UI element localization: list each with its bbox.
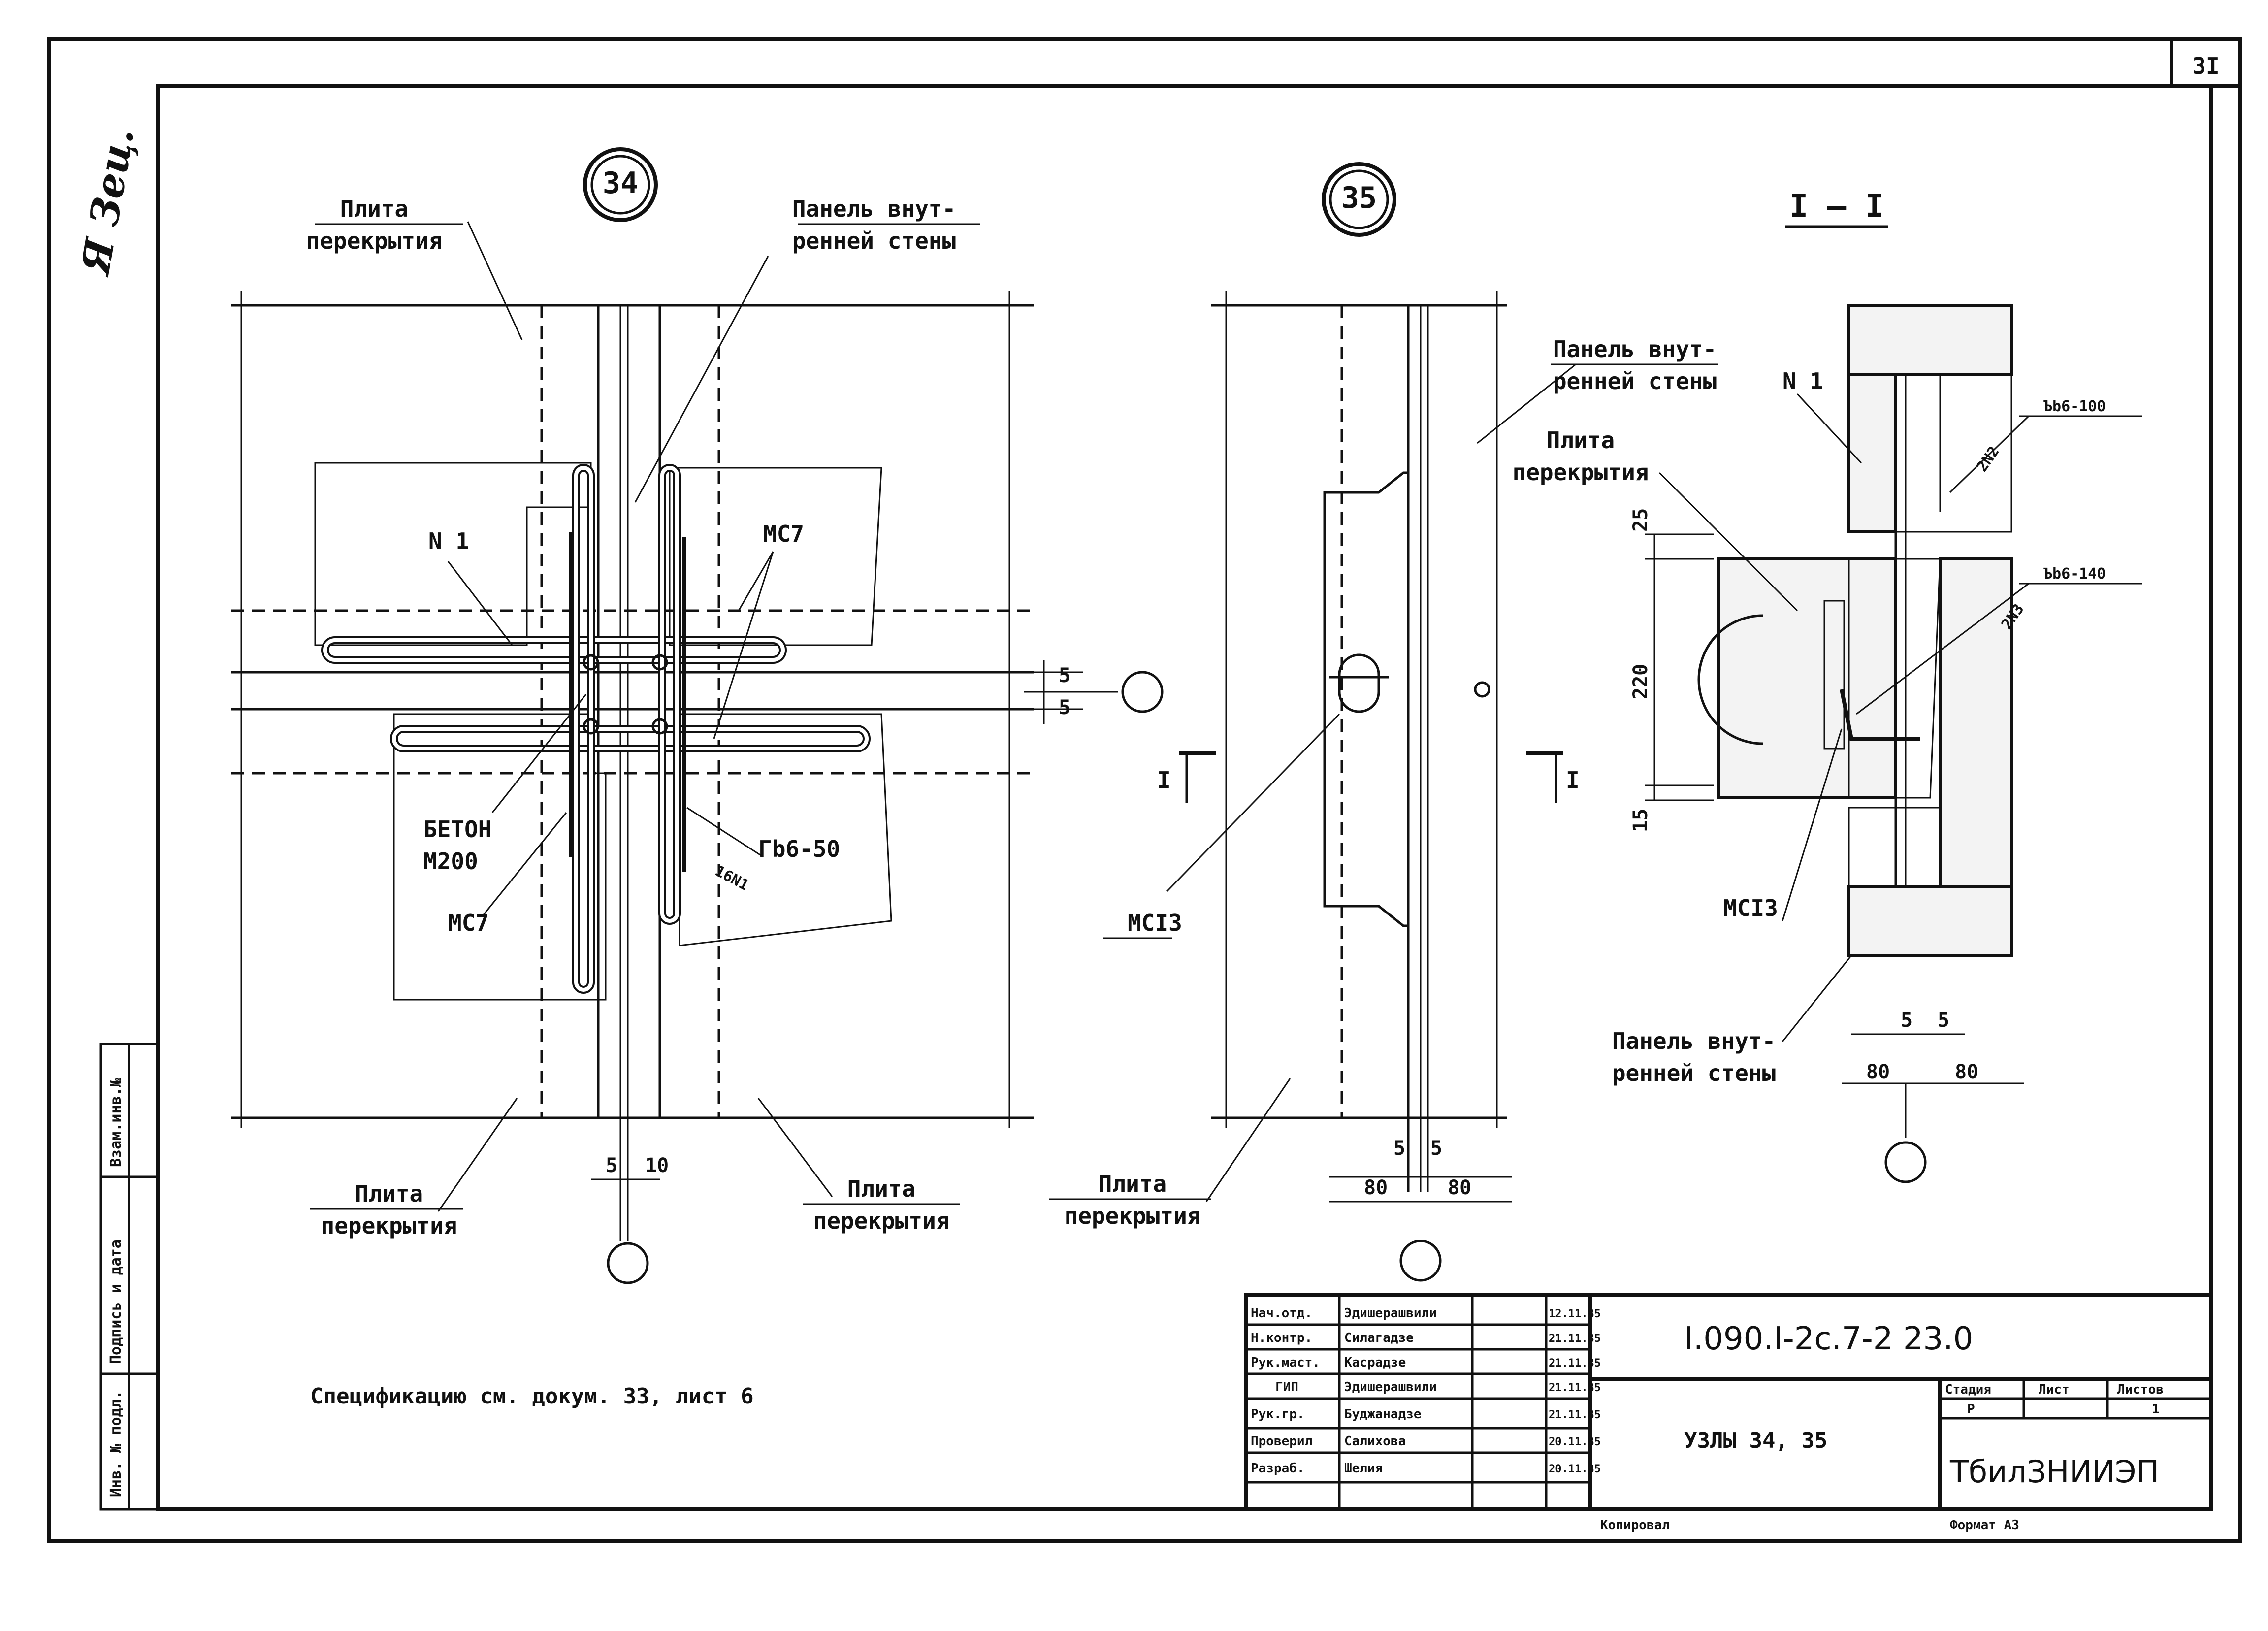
tb-sheets-total: 1 [2152,1402,2160,1417]
tb-role-0: Нач.отд. [1251,1306,1312,1321]
tb-date-6: 20.11.85 [1549,1463,1601,1475]
tb-sheets-header: Листов [2117,1382,2164,1397]
node-34: 34 [231,147,1164,1284]
tb-sheet-header: Лист [2039,1382,2070,1397]
left-strip-inv: Инв. № подл. [107,1390,125,1497]
n34-slab-bl-2: перекрытия [321,1212,457,1239]
s11-slab-2: перекрытия [1513,459,1649,486]
s11-callout-top: Ъb6-100 [2043,398,2106,415]
s11-n1: N 1 [1782,368,1823,394]
tb-name-0: Эдишерашвили [1344,1306,1437,1321]
s11-dim-h-bot: 15 [1629,809,1652,832]
node-34-marker: 34 [603,166,638,200]
tb-date-2: 21.11.85 [1549,1357,1601,1370]
n34-dim-gap-c: 5 [606,1154,617,1177]
tb-stage-header: Стадия [1945,1382,1991,1397]
tb-name-5: Салихова [1344,1434,1406,1449]
n34-slab-br-2: перекрытия [813,1207,950,1234]
tb-name-3: Эдишерашвили [1344,1380,1437,1395]
n35-section-left: I [1157,767,1171,793]
n34-concrete-1: БЕТОН [423,816,491,843]
n35-dim-w2: 80 [1448,1176,1471,1199]
n34-dim-gap-a: 5 [1059,664,1070,687]
n34-panel-top-2: ренней стены [792,228,956,254]
tb-name-4: Буджанадзе [1344,1407,1422,1422]
title-block: Нач.отд. Эдишерашвили 12.11.85 Н.контр. … [1244,1293,2213,1511]
sheet-frame: 3I [47,37,2242,1543]
tb-date-1: 21.11.85 [1549,1333,1601,1345]
n34-slab-br-1: Плита [847,1175,915,1202]
tb-name-2: Касрадзе [1344,1355,1406,1370]
n35-dim-w1: 80 [1364,1176,1388,1199]
tb-role-5: Проверил [1251,1434,1312,1449]
tb-name-6: Шелия [1344,1461,1383,1476]
s11-dim-g2: 5 [1938,1009,1949,1032]
node-35: 35 МСI3 Плита перекрытия I I 5 5 80 80 [1049,162,1580,1282]
tb-drawing-title: УЗЛЫ 34, 35 [1684,1428,1827,1453]
n35-slab-2: перекрытия [1065,1203,1201,1229]
s11-count-top: 2N2 [1974,443,2003,475]
tb-role-3: ГИП [1275,1380,1298,1395]
s11-panel-bottom-2: ренней стены [1612,1060,1776,1086]
s11-dim-h-mid: 220 [1629,664,1652,699]
tb-date-0: 12.11.85 [1549,1308,1601,1320]
n35-slab-1: Плита [1099,1171,1166,1197]
spec-note: Спецификацию см. докум. 33, лист 6 [310,1384,754,1409]
n34-n1: N 1 [428,528,469,555]
n34-dim-gap-b: 5 [1059,696,1070,719]
s11-dim-w1: 80 [1866,1061,1890,1083]
left-strip-sign: Подпись и дата [107,1240,125,1364]
s11-dim-g1: 5 [1901,1009,1912,1032]
tb-organization: ТбилЗНИИЭП [1949,1454,2159,1490]
s11-panel-bottom-1: Панель внут- [1612,1028,1776,1054]
s11-dim-w2: 80 [1955,1061,1978,1083]
tb-role-2: Рук.маст. [1251,1355,1320,1370]
s11-mc13: МСI3 [1723,895,1778,921]
sheet-number: 3I [2192,53,2219,79]
s11-panel-top-2: ренней стены [1553,368,1717,394]
s11-dim-h-top: 25 [1629,508,1652,532]
tb-format: Формат А3 [1950,1518,2019,1533]
s11-callout-mid: Ъb6-140 [2043,565,2106,583]
n34-bar-callout: Гb6-50 [758,836,840,862]
tb-document-code: I.090.I-2с.7-2 23.0 [1684,1321,1973,1357]
n35-section-right: I [1566,767,1580,793]
tb-role-4: Рук.гр. [1251,1407,1305,1422]
left-strip: Инв. № подл. Подпись и дата Взам.инв.№ [99,1043,159,1511]
n34-dim-gap-d: 10 [645,1154,669,1177]
n34-slab-top-1: Плита [340,196,408,222]
tb-role-1: Н.контр. [1251,1331,1312,1345]
tb-role-6: Разраб. [1251,1461,1305,1476]
tb-date-3: 21.11.85 [1549,1382,1601,1394]
n34-slab-bl-1: Плита [355,1180,423,1207]
tb-date-5: 20.11.85 [1549,1436,1601,1448]
node-35-marker: 35 [1341,181,1377,215]
section-1-1: I — I N 1 Панель внут- ренней стены Плит… [1477,188,2142,1183]
n34-concrete-2: М200 [423,848,478,875]
tb-name-1: Силагадзе [1344,1331,1414,1345]
left-strip-replace: Взам.инв.№ [107,1077,125,1167]
n34-mc7-right: МС7 [763,521,804,547]
n34-mc7-left: МС7 [448,910,489,936]
n35-mc13: МСI3 [1128,910,1182,936]
n35-dim-d1: 5 [1393,1137,1405,1160]
tb-stage: Р [1967,1402,1975,1417]
margin-note: Я Зец. [71,124,143,279]
n34-slab-top-2: перекрытия [306,228,443,254]
s11-panel-top-1: Панель внут- [1553,336,1717,362]
tb-date-4: 21.11.85 [1549,1409,1601,1421]
n35-dim-d2: 5 [1430,1137,1442,1160]
section-title: I — I [1789,188,1884,225]
s11-slab-1: Плита [1547,427,1615,454]
tb-copied: Копировал [1600,1518,1670,1533]
n34-panel-top-1: Панель внут- [792,196,956,222]
